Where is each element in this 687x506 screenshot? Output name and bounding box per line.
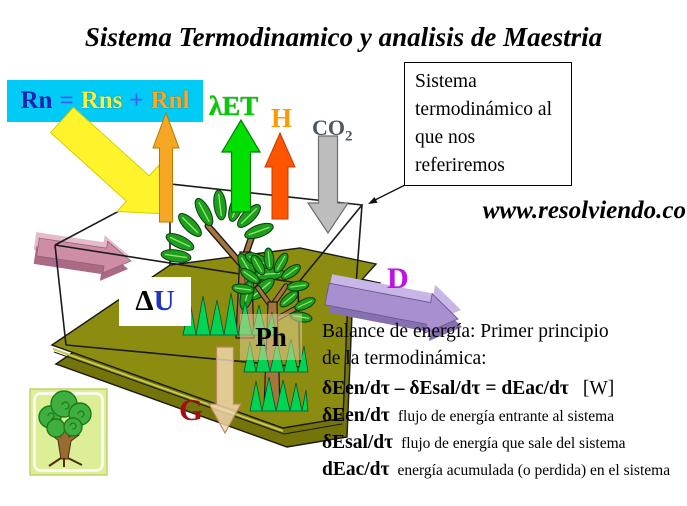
balance-heading-line1: Balance de energía: Primer principio xyxy=(322,321,609,342)
latent-heat-label: λET xyxy=(209,91,259,121)
note-pointer-arrow xyxy=(368,183,408,204)
tree-clipart-card xyxy=(29,388,108,476)
equals-sign: = xyxy=(59,87,74,114)
advection-label: D xyxy=(387,262,409,295)
equation-units: [W] xyxy=(582,378,615,399)
rn-label: Rn xyxy=(20,87,53,114)
term-definition: energía acumulada (o perdida) en el sist… xyxy=(397,462,671,479)
system-note-box: Sistema termodinámico al que nos referir… xyxy=(404,62,572,186)
rnl-label: Rnl xyxy=(150,87,190,114)
net-radiation-panel: Rn = Rns + Rnl xyxy=(7,80,203,122)
energy-balance-text: Balance de energía: Primer principio de … xyxy=(322,318,686,486)
co2-subscript: 2 xyxy=(345,128,353,145)
term-symbol: δEen/dτ xyxy=(322,405,390,426)
photosynthesis-label: Ph xyxy=(240,314,302,360)
sensible-heat-arrow-icon xyxy=(264,131,296,220)
balance-term-row: δEsal/dτ flujo de energía que sale del si… xyxy=(322,432,686,454)
longwave-up-arrow-icon xyxy=(152,111,180,223)
website-url: www.resolviendo.co xyxy=(482,197,686,224)
term-definition: flujo de energía que sale del sistema xyxy=(401,435,626,452)
ground-heat-arrow-icon xyxy=(207,346,243,435)
term-symbol: δEsal/dτ xyxy=(322,432,394,453)
term-definition: flujo de energía entrante al sistema xyxy=(397,408,615,425)
co2-label: CO2 xyxy=(312,115,353,145)
solar-radiation-arrow-icon xyxy=(49,106,167,215)
co2-arrow-icon xyxy=(306,135,350,235)
ground-heat-label: G xyxy=(179,392,204,427)
page-title: Sistema Termodinamico y analisis de Maes… xyxy=(84,22,603,52)
rns-label: Rns xyxy=(80,87,123,114)
balance-term-row: δEen/dτ flujo de energía entrante al sist… xyxy=(322,405,686,427)
balance-term-row: dEac/dτ energía acumulada (o perdida) en … xyxy=(322,459,686,481)
plus-sign: + xyxy=(129,87,144,114)
latent-heat-arrow-icon xyxy=(220,118,262,213)
advection-in-arrow-icon xyxy=(33,232,132,281)
advection-out-arrow-icon xyxy=(324,274,462,341)
sensible-heat-label: H xyxy=(271,103,293,133)
balance-heading-line2: de la termodinámica: xyxy=(322,348,487,369)
term-symbol: dEac/dτ xyxy=(322,459,390,480)
balance-equation: δEen/dτ – δEsal/dτ = dEac/dτ[W] xyxy=(322,378,615,399)
